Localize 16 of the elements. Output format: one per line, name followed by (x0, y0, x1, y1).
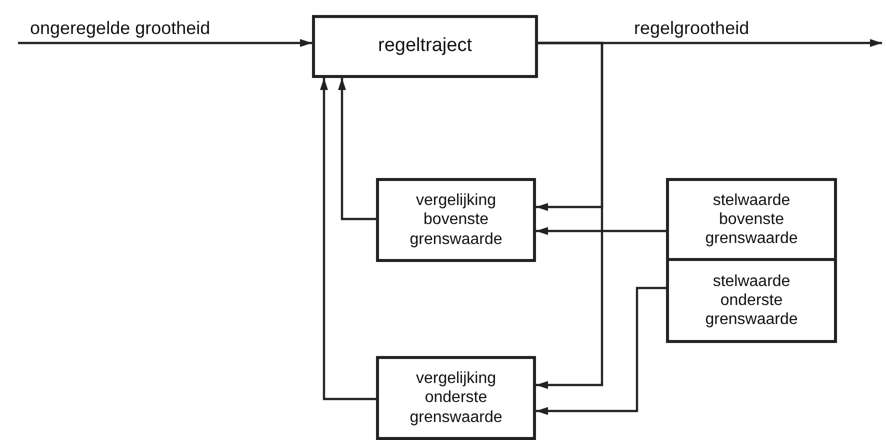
process-box (666, 178, 837, 261)
box-label: stelwaarde bovenste grenswaarde (704, 190, 799, 248)
process-box (376, 178, 536, 262)
box-label: vergelijking onderste grenswaarde (408, 369, 504, 427)
arrow (536, 227, 666, 235)
arrow (18, 39, 312, 47)
arrow (320, 78, 376, 400)
arrow (338, 78, 376, 220)
process-box (376, 356, 536, 440)
box-label: stelwaarde onderste grenswaarde (704, 272, 799, 330)
process-box (666, 258, 837, 343)
box-label: regeltraject (378, 35, 472, 58)
arrow (536, 42, 604, 389)
arrow (536, 286, 666, 415)
process-box (312, 15, 538, 78)
box-label: vergelijking bovenste grenswaarde (408, 191, 504, 249)
